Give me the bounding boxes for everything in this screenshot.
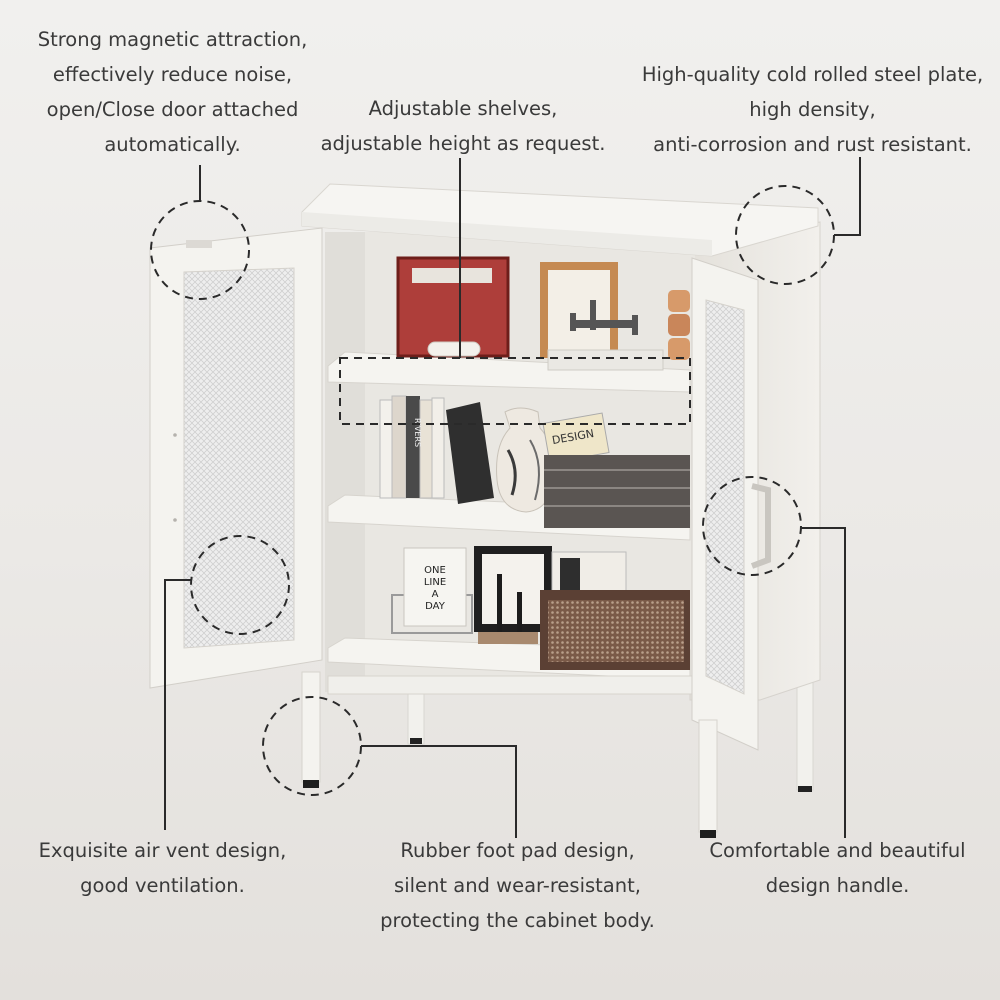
callout-line: Adjustable shelves, [368,97,558,120]
callout-line: automatically. [104,133,241,156]
rattan-storage-box [540,590,690,670]
callout-line: Strong magnetic attraction, [37,28,308,51]
callout-line: good ventilation. [80,874,245,897]
callout-line: adjustable height as request. [320,132,606,155]
door-handle [750,483,771,569]
photo-frame [540,262,618,358]
book-card-line-2: LINE [424,577,446,588]
callout-line: Comfortable and beautiful [709,839,966,862]
book-card-line-3: A [432,589,439,600]
callout-design-handle: Comfortable and beautiful design handle. [690,833,985,903]
book-spine-rivers: RIVERS [413,418,422,447]
front-legs [301,671,718,838]
callout-adjustable-shelves: Adjustable shelves, adjustable height as… [313,91,613,161]
book-card-line-4: DAY [425,601,446,612]
book-card-stand: ONE LINE A DAY [391,547,473,634]
callout-circle-vent [190,535,290,635]
callout-line: Exquisite air vent design, [38,839,287,862]
grey-basket: DESIGN [542,412,690,528]
callout-air-vent: Exquisite air vent design, good ventilat… [20,833,305,903]
callout-line: high density, [749,98,876,121]
callout-rubber-foot-pad: Rubber foot pad design, silent and wear-… [360,833,675,938]
white-vase [496,407,554,513]
callout-line: protecting the cabinet body. [380,909,655,932]
book-card-line-1: ONE [424,565,446,576]
right-door [691,257,771,751]
callout-line: effectively reduce noise, [52,63,293,86]
wooden-blocks [668,290,690,360]
book-row: RIVERS [379,395,494,504]
callout-line: anti-corrosion and rust resistant. [653,133,972,156]
callout-line: High-quality cold rolled steel plate, [641,63,984,86]
callout-line: Rubber foot pad design, [400,839,635,862]
callout-steel-plate: High-quality cold rolled steel plate, hi… [640,57,985,162]
candlesticks [478,574,538,644]
callout-markers [150,157,861,838]
callout-line: silent and wear-resistant, [394,874,641,897]
rear-legs [407,679,814,792]
callout-line: open/Close door attached [46,98,299,121]
callout-box-shelves [339,357,691,425]
candle-holder [547,300,664,371]
callout-line: design handle. [765,874,910,897]
callout-circle-handle [702,476,802,576]
red-magazine-rack [396,256,510,358]
left-door [149,227,323,689]
callout-magnetic-door: Strong magnetic attraction, effectively … [20,22,325,162]
